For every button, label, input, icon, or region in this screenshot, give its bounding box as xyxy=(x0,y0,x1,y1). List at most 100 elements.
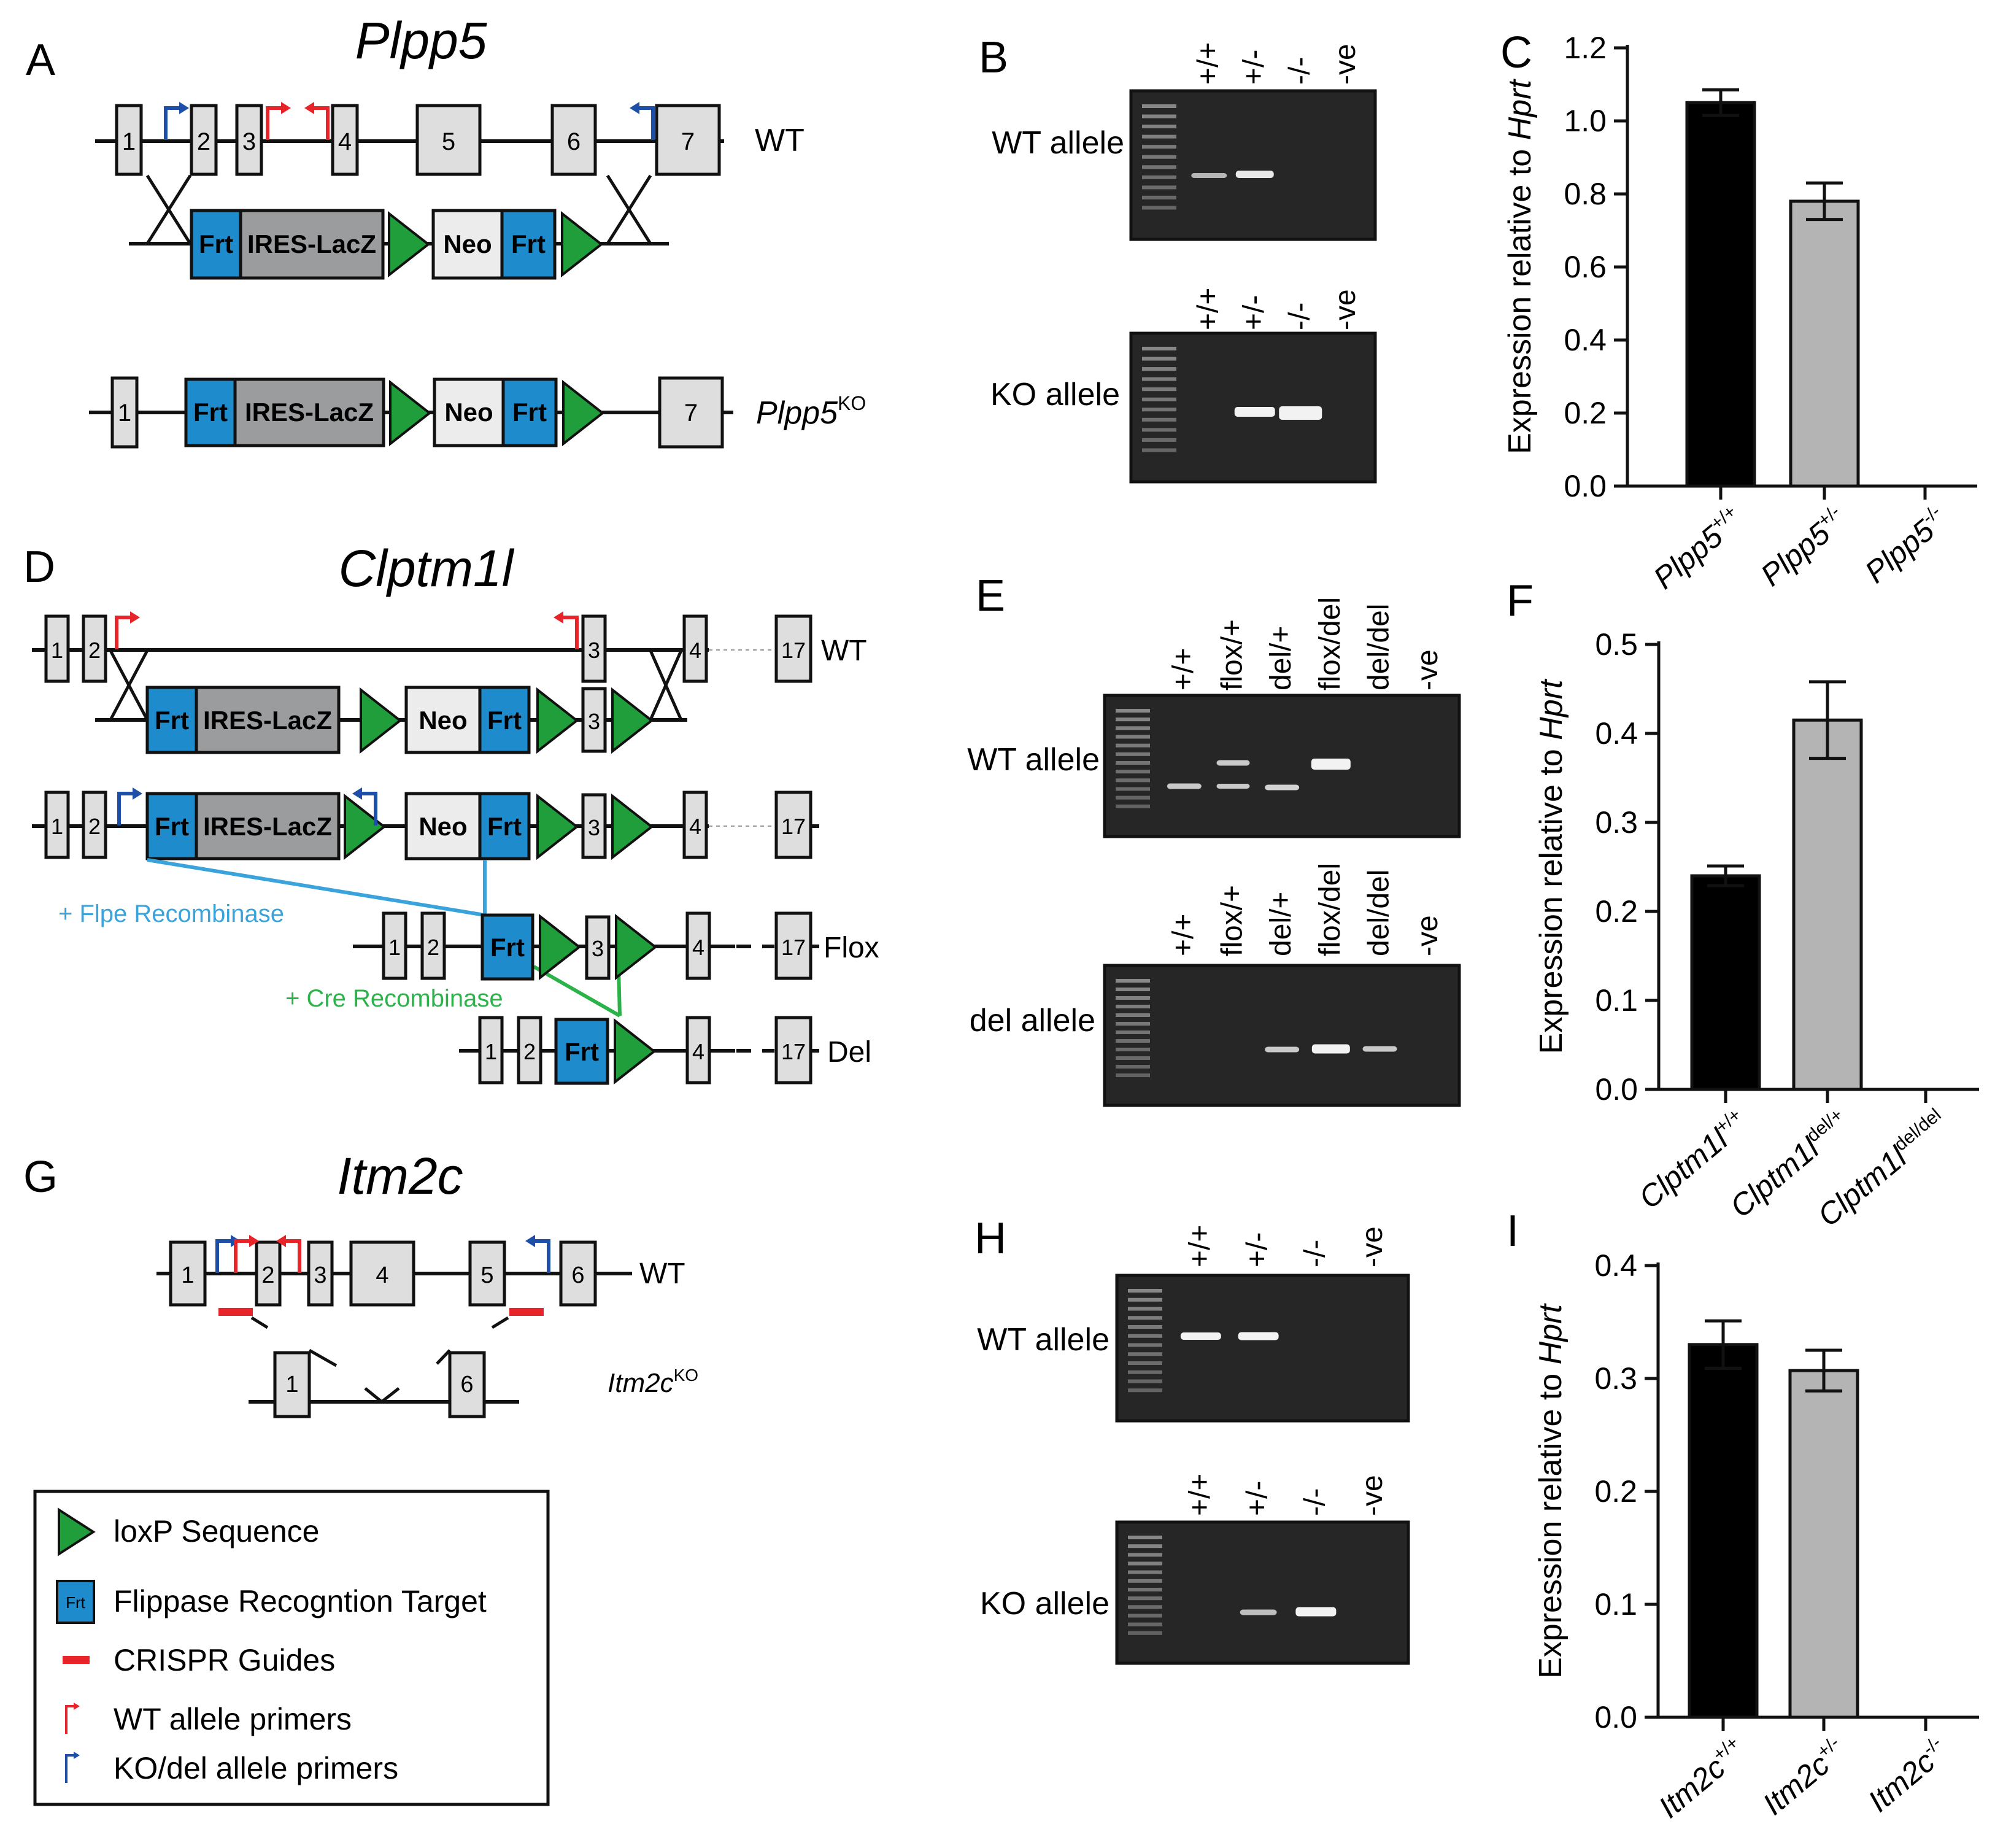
ires-lacz-box xyxy=(239,209,385,280)
frt-label: Frt xyxy=(155,812,189,841)
exon-1 xyxy=(169,1240,207,1307)
clptm1l-targeted-allele: 1 2 Frt IRES-LacZ Neo Frt 3 4 17 xyxy=(32,787,819,860)
y-axis-label-text: Expression relative to xyxy=(1533,1364,1569,1679)
exon-label: 17 xyxy=(781,1039,806,1064)
ires-lacz-label: IRES-LacZ xyxy=(203,706,332,735)
ladder-band xyxy=(1116,1005,1150,1008)
panel-letter-a: A xyxy=(26,36,55,85)
gel-image-bottom: +/++/--/--ve xyxy=(1115,1474,1410,1665)
ladder-band xyxy=(1142,448,1176,452)
ladder-band xyxy=(1128,1544,1162,1548)
x-tick-label: Plpp5+/- xyxy=(1754,501,1853,593)
lane-label: +/+ xyxy=(1192,288,1224,330)
ladder-band xyxy=(1142,206,1176,210)
bar xyxy=(1685,101,1756,488)
plpp5-ko-allele: 1 Frt IRES-LacZ Neo Frt 7 Plpp5KO xyxy=(89,376,866,449)
wt-allele-label: WT xyxy=(755,123,805,158)
loxp-icon xyxy=(611,795,653,859)
frt-label: Frt xyxy=(512,398,547,427)
y-axis-label-gene: Hprt xyxy=(1502,79,1538,141)
exon-label: 4 xyxy=(692,935,704,960)
lane-label: +/- xyxy=(1241,1232,1274,1267)
exon-label: 1 xyxy=(485,1039,497,1064)
clptm1l-del-allele: 1 2 Frt 4 17 Del xyxy=(459,1016,871,1085)
gel-band xyxy=(1234,407,1275,417)
y-tick-label: 0.1 xyxy=(1594,1587,1637,1622)
legend-box xyxy=(33,1490,550,1806)
loxp-icon xyxy=(58,1507,96,1556)
ladder-band xyxy=(1116,1030,1150,1034)
ladder-band xyxy=(1128,1352,1162,1356)
exon-label: 6 xyxy=(567,128,581,155)
gel-band xyxy=(1265,1046,1300,1053)
wt-primer-forward-icon xyxy=(268,102,291,140)
crispr-guide xyxy=(218,1308,253,1316)
ladder-band xyxy=(1116,1039,1150,1043)
loxp-icon xyxy=(389,381,431,445)
ladder-band xyxy=(1128,1388,1162,1393)
lane-label: -/- xyxy=(1283,303,1316,330)
gene-title-plpp5: Plpp5 xyxy=(355,12,487,69)
exon-label: 7 xyxy=(681,128,695,155)
y-tick-label: 0.4 xyxy=(1564,323,1607,357)
gel-background xyxy=(1115,1274,1410,1423)
lane-label: flox/del xyxy=(1314,597,1346,690)
gene-title-itm2c: Itm2c xyxy=(337,1147,463,1205)
y-tick-label: 0.2 xyxy=(1564,396,1607,430)
ladder-band xyxy=(1116,795,1150,800)
ladder-band xyxy=(1116,709,1150,713)
gel-band xyxy=(1216,784,1250,789)
exon-3 xyxy=(581,614,607,683)
wt-allele-label: WT xyxy=(639,1258,685,1290)
gel-background xyxy=(1129,89,1377,241)
exon-1 xyxy=(115,104,143,176)
exon-label: 1 xyxy=(51,814,63,839)
ladder-band xyxy=(1128,1289,1162,1293)
clptm1l-targeting-cassette: Frt IRES-LacZ Neo Frt 3 xyxy=(95,649,687,754)
exon-label: 2 xyxy=(88,638,101,663)
exon-4 xyxy=(682,614,708,683)
ko-primer-reverse-icon xyxy=(525,1235,549,1273)
exon-7 xyxy=(655,104,721,176)
exon-label: 3 xyxy=(314,1262,326,1288)
legend-crispr-label: CRISPR Guides xyxy=(114,1643,335,1677)
frt-box xyxy=(145,792,198,860)
gel-band xyxy=(1279,406,1322,420)
ladder-band xyxy=(1128,1605,1162,1609)
neo-label: Neo xyxy=(443,230,492,258)
ladder-band xyxy=(1128,1622,1162,1626)
panel-a: A Plpp5 1 2 3 4 5 6 7 WT xyxy=(26,12,866,449)
ladder-band xyxy=(1116,770,1150,774)
ladder-band xyxy=(1128,1325,1162,1329)
ladder-band xyxy=(1116,988,1150,991)
frt-box xyxy=(500,209,557,280)
ladder-band xyxy=(1142,438,1176,442)
exon-label: 3 xyxy=(588,709,600,734)
exon-17 xyxy=(774,614,812,683)
exon-6 xyxy=(559,1240,597,1307)
y-tick-label: 0.2 xyxy=(1595,894,1638,929)
gel-band xyxy=(1167,783,1202,789)
y-axis-label-gene: Hprt xyxy=(1534,678,1569,740)
y-axis-label: Expression relative to Hprt xyxy=(1533,1303,1569,1679)
ires-lacz-box xyxy=(233,377,385,447)
ko-primer-reverse-icon xyxy=(630,102,653,140)
loxp-icon xyxy=(360,689,401,752)
y-tick-label: 0.8 xyxy=(1564,177,1607,211)
ires-lacz-label: IRES-LacZ xyxy=(247,230,376,258)
exon-label: 2 xyxy=(427,935,439,960)
exon-4 xyxy=(349,1240,415,1307)
y-tick-label: 0.0 xyxy=(1594,1700,1637,1734)
ladder-band xyxy=(1142,357,1176,361)
ladder-band xyxy=(1128,1316,1162,1320)
x-tick-label: Plpp5-/- xyxy=(1858,501,1954,590)
gel-background xyxy=(1103,964,1461,1107)
y-tick-label: 0.3 xyxy=(1595,805,1638,840)
lane-label: +/+ xyxy=(1167,648,1200,690)
ko-allele-label: Plpp5KO xyxy=(756,392,866,431)
ladder-band xyxy=(1116,717,1150,722)
exon-17 xyxy=(774,791,812,859)
ladder-band xyxy=(1116,743,1150,748)
ladder-band xyxy=(1128,1588,1162,1591)
